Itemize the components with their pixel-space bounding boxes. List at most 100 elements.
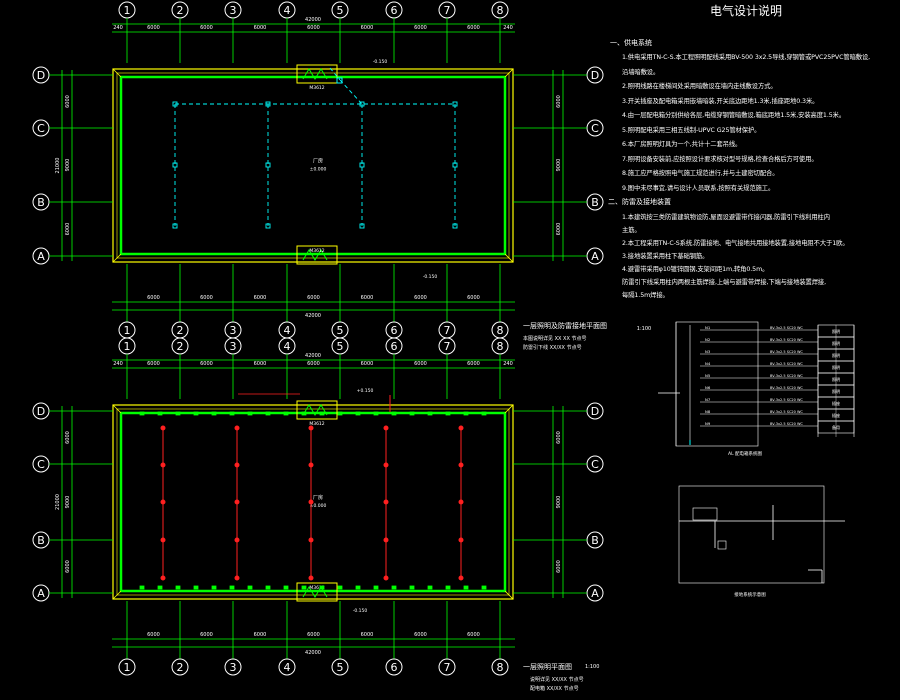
light-fixture-red xyxy=(160,499,166,505)
dim-text: 6000 xyxy=(307,361,320,367)
elevation-mark: -0.150 xyxy=(423,274,438,280)
light-fixture-red xyxy=(234,462,240,468)
dim-text-edge: 240 xyxy=(113,361,123,367)
circuit-code: N9 xyxy=(705,421,711,426)
light-fixture-red xyxy=(458,425,464,431)
light-fixture-red xyxy=(234,425,240,431)
circuit-code: N7 xyxy=(705,397,711,402)
dim-text: 21000 xyxy=(55,494,61,510)
grid-number-top: 3 xyxy=(230,4,237,17)
panel-box xyxy=(675,321,759,447)
grid-letter-right-top: C xyxy=(591,122,599,135)
door-frame xyxy=(296,245,338,265)
light-fixture-red xyxy=(308,575,314,581)
grid-number-bottom: 8 xyxy=(497,661,504,674)
wall-marker xyxy=(211,585,217,590)
bottom-plan-title: 一层照明平面图 xyxy=(523,663,572,671)
note-line: 7.照明设备安装前,应按照设计要求核对型号规格,检查合格后方可使用。 xyxy=(622,155,818,163)
dim-text: 6000 xyxy=(254,361,267,367)
grid-number-bottom: 2 xyxy=(177,340,184,353)
grid-letter-right-bottom: D xyxy=(591,405,599,418)
elevation-mark: +0.150 xyxy=(357,388,374,394)
dim-text: 6000 xyxy=(467,632,480,638)
wall-marker xyxy=(139,411,145,416)
ground-diagram-frame xyxy=(678,485,825,584)
dim-text: 6000 xyxy=(467,295,480,301)
door-swing xyxy=(302,68,328,80)
wall-marker xyxy=(463,585,469,590)
feeder-line xyxy=(339,79,363,105)
dim-text: 6000 xyxy=(556,95,562,108)
light-fixture-red xyxy=(308,462,314,468)
wall-marker xyxy=(265,411,271,416)
dim-text: 6000 xyxy=(200,295,213,301)
grid-letter-right-bottom: C xyxy=(591,458,599,471)
grid-letter-left-top: C xyxy=(37,122,45,135)
circuit-code: N8 xyxy=(705,409,711,414)
light-fixture-red xyxy=(160,462,166,468)
dim-text: 6000 xyxy=(361,25,374,31)
light-fixture xyxy=(265,223,271,229)
dim-text: 6000 xyxy=(556,560,562,573)
wall-marker xyxy=(229,411,235,416)
wall-marker xyxy=(337,585,343,590)
wall-marker xyxy=(391,411,397,416)
corner-line xyxy=(112,253,122,263)
elevation-mark: -0.150 xyxy=(373,59,388,65)
light-fixture xyxy=(265,162,271,168)
grid-number-bottom-bubble xyxy=(491,658,509,676)
circuit-label: BV-3x2.5 SC20 WC xyxy=(770,350,803,354)
note-line: 6.本厂房照明灯具为一个,共计十二套吊线。 xyxy=(622,141,742,148)
dim-text: 21000 xyxy=(55,158,61,174)
light-fixture-red xyxy=(458,499,464,505)
light-fixture-red xyxy=(160,575,166,581)
grid-number-bottom-bubble xyxy=(171,658,189,676)
corner-line xyxy=(504,253,514,263)
door-label: M3612 xyxy=(309,85,324,91)
grid-number-bottom: 5 xyxy=(337,340,344,353)
light-fixture-red xyxy=(308,425,314,431)
ground-device xyxy=(692,507,718,521)
wall-outline xyxy=(119,75,507,256)
light-fixture xyxy=(172,162,178,168)
light-fixture-red xyxy=(308,499,314,505)
light-fixture xyxy=(452,223,458,229)
wall-marker xyxy=(247,585,253,590)
light-fixture-red xyxy=(458,575,464,581)
wall-marker xyxy=(409,585,415,590)
wall-marker xyxy=(391,585,397,590)
hall-elevation: ±0.000 xyxy=(310,503,327,509)
light-fixture-red xyxy=(160,537,166,543)
note-line: 2.照明线路在楼梯间处采用暗敷设在墙内走线敷设方式。 xyxy=(622,83,777,90)
light-fixture-red xyxy=(383,537,389,543)
light-fixture-red xyxy=(383,425,389,431)
light-fixture-red xyxy=(308,537,314,543)
dim-text-edge: 240 xyxy=(113,25,123,31)
wall-marker xyxy=(157,585,163,590)
wall-marker xyxy=(175,411,181,416)
dim-text: 6000 xyxy=(147,25,160,31)
light-fixture xyxy=(172,223,178,229)
wall-marker xyxy=(283,585,289,590)
dim-text: 6000 xyxy=(254,632,267,638)
light-fixture-red xyxy=(383,575,389,581)
dim-text: 6000 xyxy=(200,632,213,638)
grid-number-top: 8 xyxy=(497,324,504,337)
dim-text: 6000 xyxy=(147,295,160,301)
dim-text: 6000 xyxy=(147,632,160,638)
note-line: 沿墙暗敷设。 xyxy=(622,68,660,76)
dim-text: 6000 xyxy=(254,25,267,31)
dim-text: 6000 xyxy=(65,95,71,108)
grid-number-bottom: 5 xyxy=(337,661,344,674)
wall-marker xyxy=(373,411,379,416)
circuit-label: BV-3x2.5 SC20 WC xyxy=(770,410,803,414)
note-line: 8.施工应严格按照电气施工规范进行,并与土建密切配合。 xyxy=(622,170,779,177)
wall-marker xyxy=(319,585,325,590)
circuit-label: BV-3x2.5 SC20 WC xyxy=(770,422,803,426)
dim-text: 9000 xyxy=(556,159,562,172)
wall-marker xyxy=(283,411,289,416)
grid-number-top: 4 xyxy=(284,4,291,17)
grid-number-top: 5 xyxy=(337,324,344,337)
note-line: 3.接地装置采用柱下基础钢筋。 xyxy=(622,253,709,260)
